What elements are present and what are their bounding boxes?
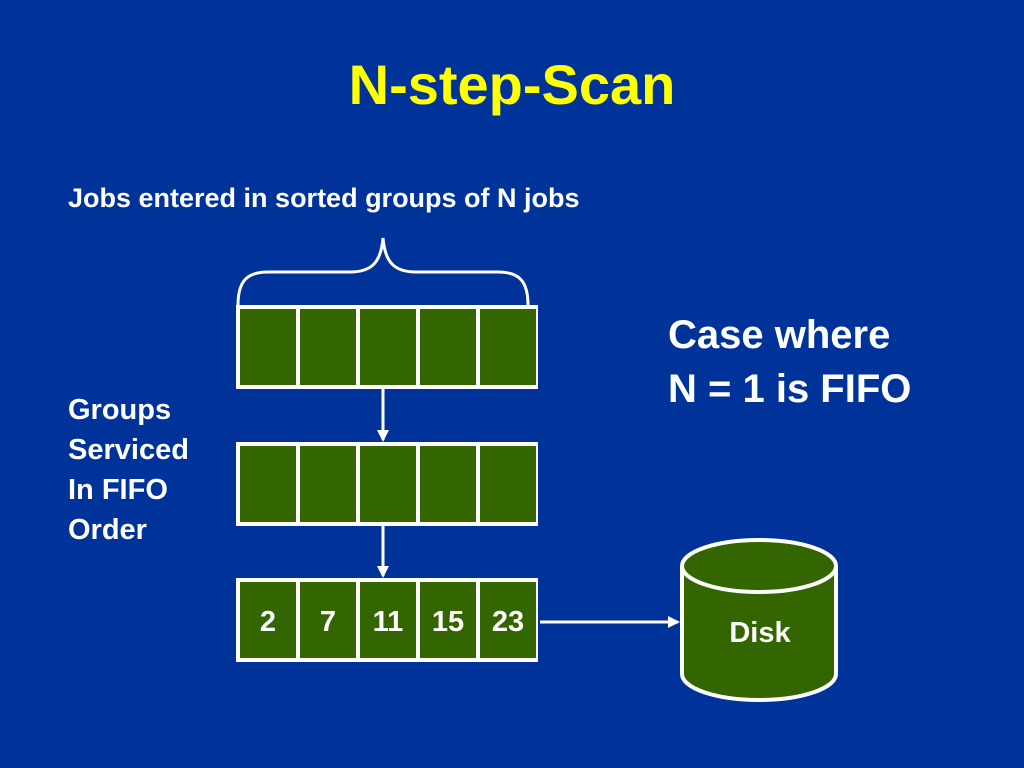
queue-row-waiting: [236, 442, 538, 526]
queue-row-incoming: [236, 305, 538, 389]
groups-note: Groups Serviced In FIFO Order: [68, 390, 189, 550]
queue-cell: [420, 309, 476, 385]
slide-title: N-step-Scan: [348, 53, 676, 116]
queue-cell: 15: [420, 582, 476, 658]
groups-line-4: Order: [68, 514, 147, 546]
queue-cell: [480, 309, 536, 385]
groups-line-2: Serviced: [68, 434, 189, 466]
queue-cell: [360, 446, 416, 522]
queue-row-active: 2 7 11 15 23: [236, 578, 538, 662]
queue-cell: [240, 446, 296, 522]
queue-cell: [480, 446, 536, 522]
disk-label: Disk: [729, 617, 791, 649]
group-brace: [236, 237, 530, 306]
disk-icon: [680, 538, 838, 702]
queue-cell: [420, 446, 476, 522]
case-line-1: Case where: [668, 313, 891, 357]
queue-cell: [240, 309, 296, 385]
queue-cell: [360, 309, 416, 385]
queue-cell: [300, 446, 356, 522]
queue-cell: 7: [300, 582, 356, 658]
queue-cell: 23: [480, 582, 536, 658]
case-note: Case where N = 1 is FIFO: [668, 308, 911, 416]
groups-line-3: In FIFO: [68, 474, 168, 506]
case-line-2: N = 1 is FIFO: [668, 367, 912, 411]
groups-line-1: Groups: [68, 394, 172, 426]
queue-cell: 11: [360, 582, 416, 658]
queue-cell: [300, 309, 356, 385]
queue-cell: 2: [240, 582, 296, 658]
subtitle-text: Jobs entered in sorted groups of N jobs: [68, 183, 580, 213]
